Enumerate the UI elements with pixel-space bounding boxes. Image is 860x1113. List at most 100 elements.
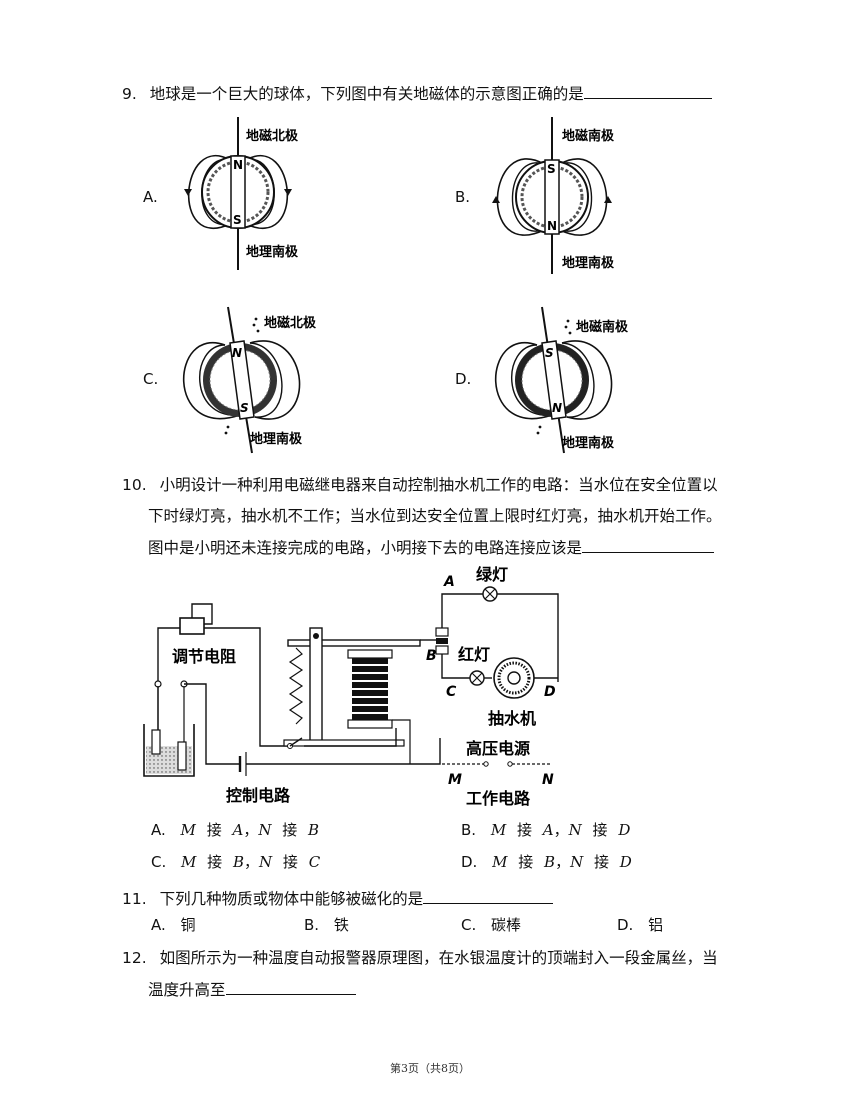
q10-a-m: M (180, 821, 196, 839)
q9-text: 地球是一个巨大的球体，下列图中有关地磁体的示意图正确的是 (149, 85, 584, 103)
q9-c-lower-pole: S (240, 401, 249, 415)
q9-globe-diagram-c[interactable]: N S 地磁北极 地理南极 (170, 305, 340, 455)
point-a-label: A (443, 574, 455, 590)
q10-c-connect1: 接 (207, 853, 223, 871)
q11-option-a-text: 铜 (180, 916, 196, 934)
q9-b-lower-pole: N (547, 219, 557, 233)
q9-d-bottom-text: 地理南极 (562, 435, 615, 451)
q12-stem-line2: 温度升高至 (148, 978, 356, 1000)
q10-d-connect1: 接 (518, 853, 534, 871)
q9-number: 9. (122, 85, 137, 103)
q11-answer-blank[interactable] (423, 887, 554, 904)
q10-c-m: M (181, 853, 197, 871)
q10-c-n: N (259, 853, 273, 871)
q10-stem-line2: 下时绿灯亮，抽水机不工作；当水位到达安全位置上限时红灯亮，抽水机开始工作。 (148, 507, 722, 525)
q9-option-b-label: B. (455, 188, 471, 206)
q10-a-n: N (258, 821, 272, 839)
q10-option-a-label: A. (151, 821, 166, 839)
work-circuit-label: 工作电路 (466, 789, 531, 808)
q9-a-lower-pole: S (233, 213, 242, 227)
q10-b-connect1: 接 (516, 821, 532, 839)
q11-option-d-text: 铝 (648, 916, 664, 934)
q9-b-bottom-text: 地理南极 (562, 255, 615, 271)
q10-option-c[interactable]: C. M 接 B，N 接 C (151, 853, 321, 871)
q9-d-lower-pole: N (552, 401, 562, 415)
q10-option-b[interactable]: B. M 接 A，N 接 D (461, 821, 631, 839)
q10-a-m-target: A (232, 821, 244, 839)
q10-text-line1: 小明设计一种利用电磁继电器来自动控制抽水机工作的电路：当水位在安全位置以 (159, 476, 718, 494)
q10-c-connect2: 接 (282, 853, 298, 871)
q10-option-b-label: B. (461, 821, 477, 839)
q10-a-connect1: 接 (206, 821, 222, 839)
point-c-label: C (446, 684, 457, 700)
q11-option-b[interactable]: B. 铁 (304, 914, 349, 935)
q12-number: 12. (122, 949, 147, 967)
q11-option-b-text: 铁 (333, 916, 349, 934)
q12-answer-blank[interactable] (225, 978, 356, 995)
q10-b-m-target: A (542, 821, 554, 839)
q11-text: 下列几种物质或物体中能够被磁化的是 (159, 890, 424, 908)
q10-d-connect2: 接 (594, 853, 610, 871)
q9-stem: 9. 地球是一个巨大的球体，下列图中有关地磁体的示意图正确的是 (122, 82, 712, 104)
q10-answer-blank[interactable] (582, 536, 715, 553)
q9-a-top-text: 地磁北极 (246, 128, 299, 144)
q9-globe-diagram-b[interactable]: S N 地磁南极 地理南极 (482, 112, 642, 277)
q10-stem-line1: 10. 小明设计一种利用电磁继电器来自动控制抽水机工作的电路：当水位在安全位置以 (122, 475, 718, 495)
red-lamp-label: 红灯 (458, 645, 490, 664)
q10-b-connect2: 接 (592, 821, 608, 839)
q11-option-a[interactable]: A. 铜 (151, 914, 196, 935)
q10-option-d[interactable]: D. M 接 B，N 接 D (461, 853, 632, 871)
relay-coil (347, 719, 393, 729)
q11-option-c-text: 碳棒 (491, 916, 522, 934)
q9-option-c-label: C. (143, 370, 159, 388)
q10-a-connect2: 接 (282, 821, 298, 839)
q10-d-n-target: D (619, 853, 632, 871)
control-circuit-label: 控制电路 (226, 786, 291, 805)
q12-text-line1: 如图所示为一种温度自动报警器原理图，在水银温度计的顶端封入一段金属丝，当 (159, 949, 718, 967)
point-m-label: M (448, 772, 462, 788)
q12-stem-line1: 12. 如图所示为一种温度自动报警器原理图，在水银温度计的顶端封入一段金属丝，当 (122, 948, 718, 968)
q11-option-c-label: C. (461, 916, 477, 934)
q11-number: 11. (122, 890, 147, 908)
q12-text-line2: 温度升高至 (148, 981, 226, 999)
relay-armature (287, 639, 421, 647)
q9-c-top-text: 地磁北极 (264, 315, 317, 331)
adjust-resistor-label: 调节电阻 (172, 647, 236, 666)
q10-d-m: M (492, 853, 508, 871)
hv-source-label: 高压电源 (466, 739, 530, 758)
q9-globe-diagram-d[interactable]: S N 地磁南极 地理南极 (482, 305, 652, 455)
q10-d-m-target: B (544, 853, 556, 871)
point-d-label: D (544, 684, 556, 700)
pump-label: 抽水机 (488, 709, 536, 728)
beaker (143, 724, 195, 777)
q10-text-line3: 图中是小明还未连接完成的电路，小明接下去的电路连接应该是 (148, 539, 583, 557)
q9-a-upper-pole: N (233, 158, 243, 172)
q10-stem-line3: 图中是小明还未连接完成的电路，小明接下去的电路连接应该是 (148, 536, 715, 558)
q11-option-d-label: D. (617, 916, 634, 934)
q9-option-d-label: D. (455, 370, 472, 388)
q10-option-c-label: C. (151, 853, 167, 871)
q10-c-m-target: B (232, 853, 244, 871)
q11-stem: 11. 下列几种物质或物体中能够被磁化的是 (122, 887, 554, 909)
q9-globe-diagram-a[interactable]: N S 地磁北极 地理南极 (170, 112, 330, 272)
q10-option-a[interactable]: A. M 接 A，N 接 B (151, 821, 320, 839)
q9-b-top-text: 地磁南极 (562, 128, 615, 144)
point-n-label: N (542, 772, 554, 788)
q9-c-bottom-text: 地理南极 (250, 431, 303, 447)
q10-circuit-diagram[interactable]: 调节电阻 控制电路 A B 绿灯 红灯 C (140, 566, 580, 811)
q9-answer-blank[interactable] (583, 82, 712, 99)
adjust-resistor (179, 617, 205, 635)
q11-option-d[interactable]: D. 铝 (617, 914, 663, 935)
q9-c-upper-pole: N (232, 346, 242, 360)
green-lamp-label: 绿灯 (476, 566, 508, 584)
q10-d-n: N (570, 853, 584, 871)
spring (288, 647, 304, 725)
q10-b-n: N (568, 821, 582, 839)
q11-option-b-label: B. (304, 916, 320, 934)
q9-d-top-text: 地磁南极 (576, 319, 629, 335)
page-footer: 第3页（共8页） (390, 1062, 470, 1075)
q11-option-c[interactable]: C. 碳棒 (461, 914, 521, 935)
q9-d-upper-pole: S (545, 346, 554, 360)
q10-option-d-label: D. (461, 853, 478, 871)
q10-number: 10. (122, 476, 147, 494)
